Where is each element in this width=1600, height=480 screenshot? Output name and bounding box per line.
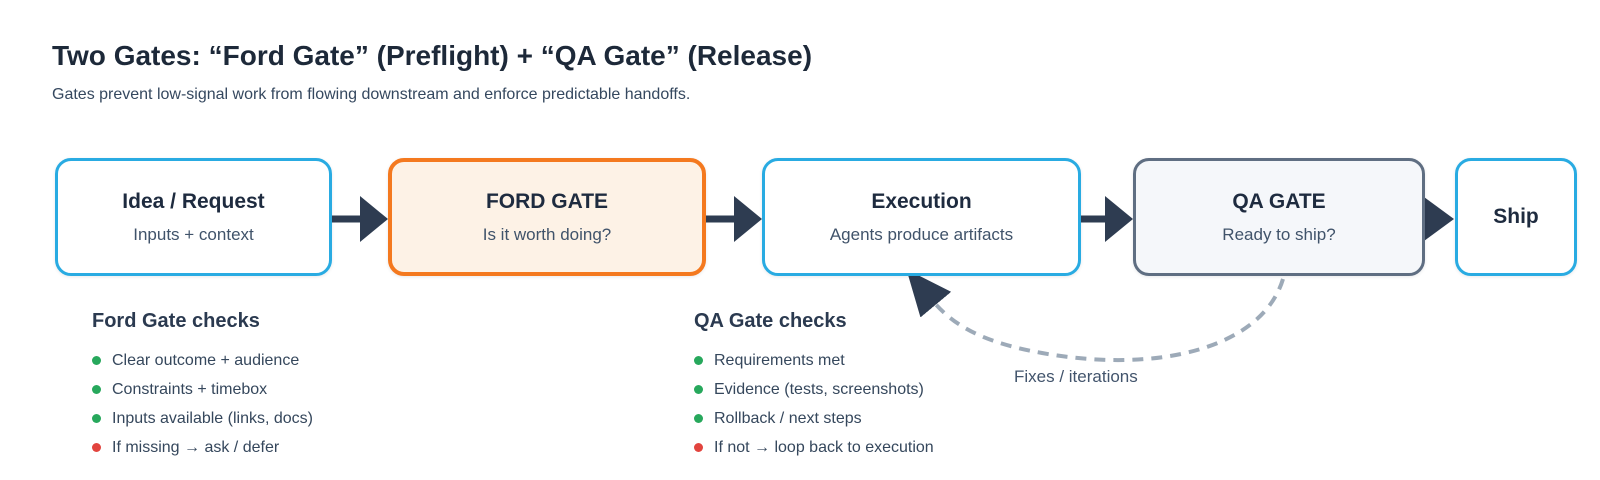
checklist-item: Inputs available (links, docs)	[92, 404, 313, 433]
loopback-label: Fixes / iterations	[1014, 367, 1138, 386]
checklist-item-text: Rollback / next steps	[714, 409, 862, 427]
status-dot	[92, 356, 101, 365]
node-subtitle: Ready to ship?	[1222, 224, 1336, 244]
status-dot	[694, 443, 703, 452]
checklist-item: Rollback / next steps	[694, 404, 934, 433]
checklist-item-text: Requirements met	[714, 351, 845, 369]
flow-node-execution: Execution Agents produce artifacts	[762, 158, 1081, 276]
node-title: Ship	[1493, 205, 1539, 228]
arrow-idea-to-ford	[332, 196, 388, 242]
node-title: FORD GATE	[485, 189, 609, 213]
status-dot	[694, 414, 703, 423]
flow-node-qa-gate: QA GATE Ready to ship?	[1133, 158, 1425, 276]
checklist-item: Evidence (tests, screenshots)	[694, 375, 934, 404]
checklist-item: Constraints + timebox	[92, 375, 313, 404]
flow-node-ship: Ship	[1455, 158, 1577, 276]
qa-gate-checklist: QA Gate checks Requirements met Evidence…	[694, 310, 934, 462]
status-dot	[694, 385, 703, 394]
arrow-execution-to-qa	[1081, 196, 1133, 242]
status-dot	[92, 443, 101, 452]
node-title: QA GATE	[1232, 189, 1326, 213]
checklist-item: If missing → ask / defer	[92, 433, 313, 462]
checklist-item: If not → loop back to execution	[694, 433, 934, 462]
page-subtitle: Gates prevent low-signal work from flowi…	[52, 86, 691, 103]
checklist-item-text: Inputs available (links, docs)	[112, 409, 313, 427]
status-dot	[92, 414, 101, 423]
node-subtitle: Inputs + context	[133, 224, 254, 244]
ford-gate-checklist: Ford Gate checks Clear outcome + audienc…	[92, 310, 313, 462]
checklist-item-text: Clear outcome + audience	[112, 351, 300, 369]
status-dot	[92, 385, 101, 394]
status-dot	[694, 356, 703, 365]
page-title: Two Gates: “Ford Gate” (Preflight) + “QA…	[52, 40, 813, 71]
node-subtitle: Agents produce artifacts	[829, 224, 1014, 244]
checklist-item: Clear outcome + audience	[92, 346, 313, 375]
checklist-item: Requirements met	[694, 346, 934, 375]
node-subtitle: Is it worth doing?	[482, 224, 612, 244]
checklist-title: QA Gate checks	[694, 310, 847, 332]
checklist-items: Requirements met Evidence (tests, screen…	[694, 346, 934, 462]
checklist-title: Ford Gate checks	[92, 310, 260, 332]
loopback-arrow	[906, 269, 1285, 363]
flow-node-ford-gate: FORD GATE Is it worth doing?	[388, 158, 706, 276]
node-title: Idea / Request	[122, 189, 265, 213]
checklist-items: Clear outcome + audience Constraints + t…	[92, 346, 313, 462]
flow-node-idea: Idea / Request Inputs + context	[55, 158, 332, 276]
checklist-item-text: Constraints + timebox	[112, 380, 268, 398]
checklist-item-text: If not → loop back to execution	[714, 438, 934, 456]
checklist-item-text: Evidence (tests, screenshots)	[714, 380, 924, 398]
node-title: Execution	[871, 189, 972, 213]
checklist-item-text: If missing → ask / defer	[112, 438, 280, 456]
arrow-ford-to-execution	[706, 196, 762, 242]
